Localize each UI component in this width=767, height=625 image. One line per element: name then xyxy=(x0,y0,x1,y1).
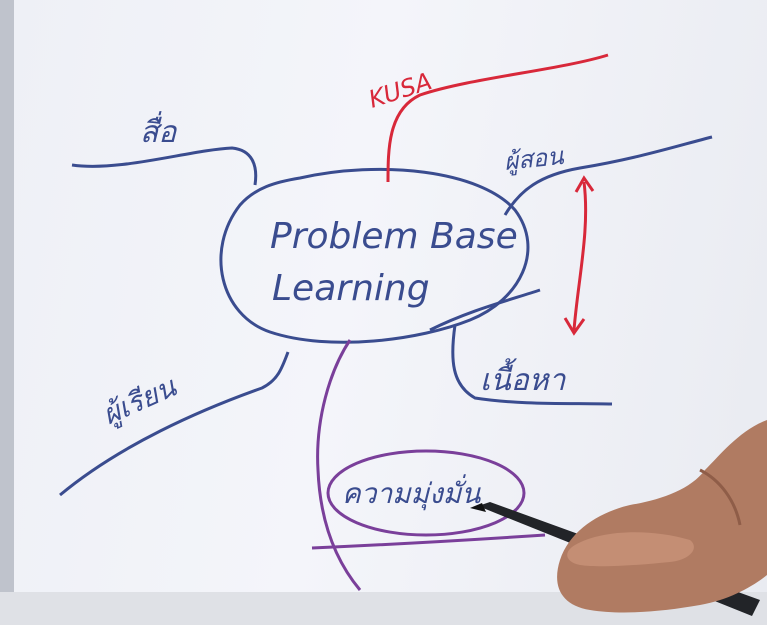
branch-label-bottom: ความมุ่งมั่น xyxy=(342,474,481,511)
branch-label-top: KUSA xyxy=(365,67,435,114)
pen-tip xyxy=(470,503,486,512)
branch-label-upper-right: ผู้สอน xyxy=(503,142,566,177)
bottom-underline-purple xyxy=(311,533,546,550)
thumb xyxy=(567,532,694,567)
branch-stroke-small xyxy=(429,288,541,332)
branch-line-lower-left xyxy=(59,351,290,497)
hand-skin xyxy=(557,420,767,613)
branch-label-lower-left: ผู้เรียน xyxy=(97,370,182,433)
hand-with-pen xyxy=(470,420,767,616)
board-edge-left xyxy=(0,0,14,625)
center-topic-ellipse xyxy=(219,167,530,344)
red-double-arrow xyxy=(563,175,595,336)
center-topic-line2: Learning xyxy=(272,268,430,309)
branch-line-bottom-purple xyxy=(316,339,362,591)
knuckle-shadow xyxy=(699,468,742,526)
bottom-topic-ellipse xyxy=(326,449,526,537)
branch-line-lower-right xyxy=(451,324,613,406)
branch-line-top-red xyxy=(386,53,609,183)
center-topic-line1: Problem Base xyxy=(270,216,518,257)
branch-line-upper-left xyxy=(71,146,258,186)
branch-label-lower-right: เนื้อหา xyxy=(480,358,567,398)
branch-label-upper-left: สื่อ xyxy=(140,111,178,150)
branch-line-upper-right xyxy=(503,135,713,216)
